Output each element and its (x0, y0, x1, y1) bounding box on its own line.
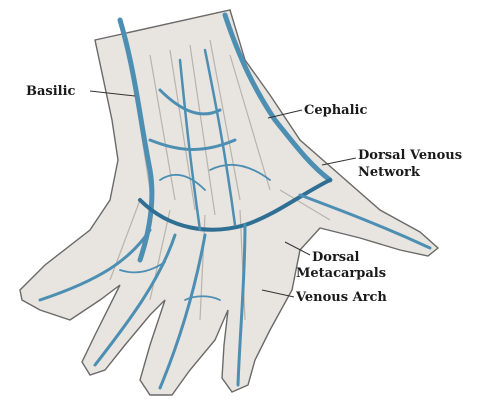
label-network: Network (358, 165, 420, 181)
label-basilic: Basilic (26, 84, 75, 100)
label-metacarpals: Metacarpals (296, 266, 386, 282)
hand-outline (20, 10, 438, 395)
label-venous-arch: Venous Arch (296, 290, 387, 306)
label-cephalic: Cephalic (304, 103, 367, 119)
leader-dorsal-venous (322, 158, 356, 165)
label-dorsal: Dorsal (312, 250, 359, 266)
label-dorsal-venous: Dorsal Venous (358, 148, 462, 164)
